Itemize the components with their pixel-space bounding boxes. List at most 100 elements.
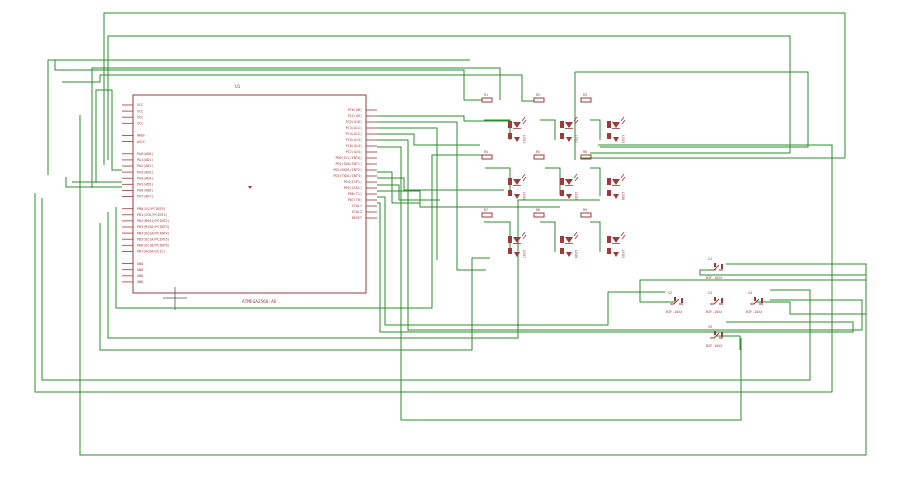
- led-pad: [508, 178, 512, 185]
- mcu-left-pin-label: PA4(AD4): [137, 176, 153, 180]
- switch-pad: [761, 298, 763, 303]
- led-pad: [560, 178, 564, 185]
- mcu-left-pin-label: PB5(OC1A/PCINT5): [137, 237, 170, 241]
- mcu-left-pin-label: PB4(OC2A/PCINT4): [137, 231, 170, 235]
- mcu-right-pins: PC0(A8)PC1(A9)PC2(A10)PC3(A11)PC4(A12)PC…: [333, 108, 377, 220]
- net-wire: [41, 198, 811, 381]
- led-ref-label: LED1: [522, 135, 526, 143]
- mcu-left-pin-label: VCC: [137, 115, 143, 119]
- led-emission-arrow: [621, 176, 626, 182]
- net-wire: [377, 121, 486, 271]
- net-wire: [377, 196, 665, 326]
- net-wire: [545, 167, 561, 195]
- led-emission-arrow: [621, 119, 626, 125]
- mcu-left-pin-label: PB3(MISO/PCINT3): [137, 225, 170, 229]
- led-pad: [607, 121, 611, 128]
- net-wire: [484, 119, 511, 140]
- net-wire: [716, 335, 741, 350]
- mcu-right-pin-label: PD6(T1): [348, 192, 362, 196]
- switch-ref-label: S5: [708, 325, 712, 329]
- led-diode-icon: [612, 179, 620, 185]
- led-diode-icon: [514, 137, 520, 142]
- net-wire: [107, 35, 791, 160]
- led-emission-arrow: [521, 231, 526, 237]
- switch-contact-icon: [710, 298, 723, 305]
- switch-contact-icon: [710, 264, 723, 271]
- led-diode-icon: [566, 137, 572, 142]
- mcu-right-pin-label: PC1(A9): [348, 114, 362, 118]
- led-diode-icon: [566, 194, 572, 199]
- mcu-atmega2560[interactable]: U1 ATMEGA2560-AU VCCVCCVCCVCCAREFAVCCPA0…: [122, 84, 377, 305]
- led-ref-label: LED4: [522, 192, 526, 200]
- led-emission-arrow: [521, 116, 526, 122]
- mcu-right-pin-label: XTAL2: [352, 210, 362, 214]
- led-pad: [560, 133, 564, 139]
- net-wire: [540, 221, 556, 252]
- mcu-left-pin-label: AREF: [137, 134, 145, 138]
- switch-value-label: B3F-10XX: [666, 310, 683, 314]
- switch-value-label: B3F-10XX: [706, 276, 723, 280]
- net-wire: [639, 279, 866, 303]
- switch-ref-label: S1: [708, 257, 712, 261]
- net-wire: [34, 144, 833, 393]
- resistor-body: [533, 97, 545, 103]
- led-emission-arrow: [620, 231, 625, 237]
- led-diode-icon: [565, 179, 573, 185]
- led-diode-icon: [612, 122, 620, 128]
- mcu-right-pin-label: RESET: [352, 216, 362, 220]
- led-pad: [607, 190, 611, 196]
- switch-pad: [674, 297, 676, 301]
- mcu-right-pin-label: PD1(SDA/INT1): [335, 162, 362, 166]
- led-emission-arrow: [574, 234, 579, 240]
- mcu-left-pin-label: PA2(AD2): [137, 164, 153, 168]
- net-wire: [377, 139, 863, 331]
- led-diode-icon: [613, 194, 619, 199]
- net-wire: [47, 59, 470, 175]
- led-emission-arrow: [573, 231, 578, 237]
- led-emission-arrow: [521, 173, 526, 179]
- mcu-left-pin-label: GND: [137, 262, 143, 266]
- resistor-ref-label: R8: [536, 208, 540, 212]
- switch-ref-label: S3: [708, 291, 712, 295]
- switch-pad: [721, 264, 723, 269]
- led-pad: [508, 121, 512, 128]
- led-ref-label: LED6: [621, 192, 625, 200]
- net-wire: [91, 67, 501, 188]
- led-diode-icon: [513, 179, 521, 185]
- net-wire: [590, 221, 601, 252]
- led-pad: [508, 190, 512, 196]
- net-wire: [65, 177, 122, 188]
- led-ref-label: LED5: [574, 192, 578, 200]
- net-wire: [377, 115, 510, 122]
- led-ref-label: LED3: [621, 135, 625, 143]
- led-pad: [607, 236, 611, 243]
- net-wire: [103, 12, 846, 165]
- switch-contact-icon: [710, 332, 723, 339]
- resistor-body: [580, 154, 592, 160]
- mcu-left-pin-label: PA1(AD1): [137, 158, 153, 162]
- led-matrix: R1LED1R2LED2R3LED3R4LED4R5LED5R6LED6R7LE…: [481, 93, 626, 258]
- switch-pad: [721, 298, 723, 303]
- net-wire: [95, 89, 122, 183]
- mcu-right-pin-label: PD4(ICP1): [344, 180, 362, 184]
- resistor-ref-label: R4: [484, 150, 488, 154]
- resistor-body: [580, 97, 592, 103]
- led-diode-icon: [513, 237, 521, 243]
- led-pad: [508, 248, 512, 254]
- net-wire: [377, 190, 560, 208]
